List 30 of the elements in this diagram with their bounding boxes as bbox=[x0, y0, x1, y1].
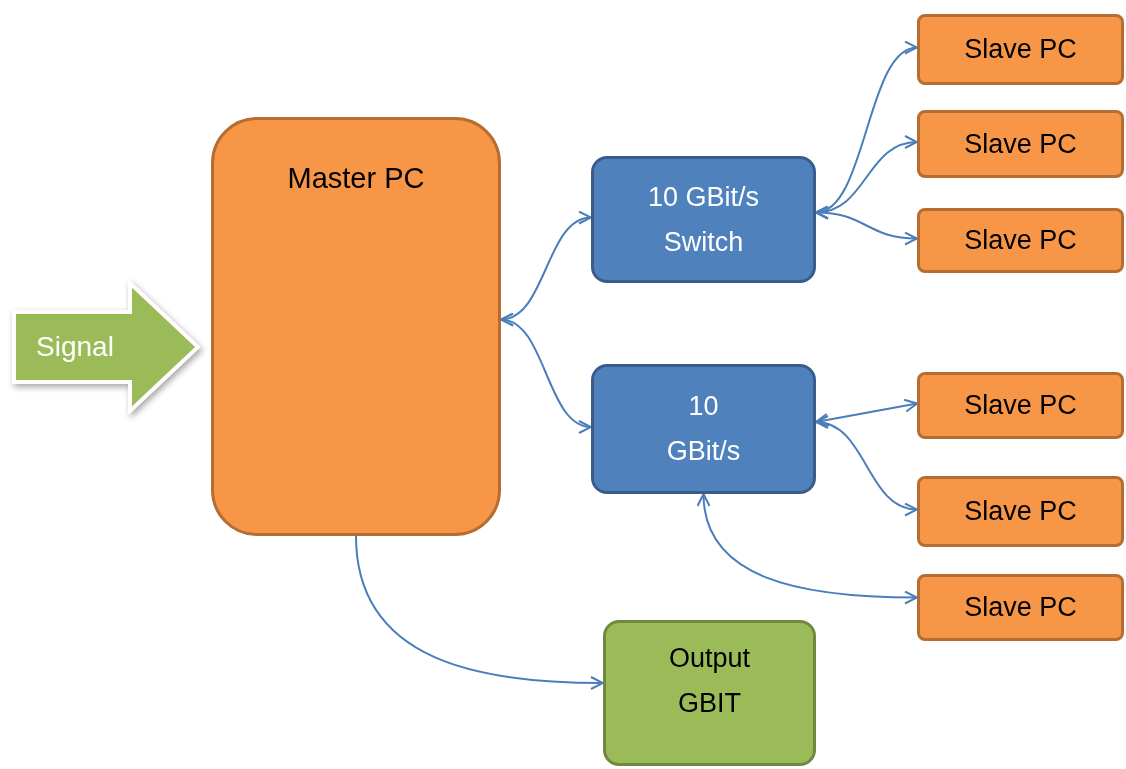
slave-box bbox=[917, 208, 1124, 273]
node-label: Signal bbox=[36, 333, 114, 361]
connector-arrow bbox=[815, 416, 918, 515]
slave-box bbox=[917, 476, 1124, 547]
node-label: Slave PC bbox=[964, 498, 1077, 525]
switch-box bbox=[591, 156, 816, 283]
node-label: GBit/s bbox=[666, 438, 741, 465]
connector-arrow bbox=[815, 398, 918, 427]
node-label: 10 bbox=[688, 393, 719, 420]
node-label: Slave PC bbox=[964, 130, 1077, 158]
slave-box bbox=[917, 574, 1124, 641]
node-label: Slave PC bbox=[964, 594, 1077, 621]
connector-arrow bbox=[815, 206, 918, 245]
output-box bbox=[603, 620, 816, 766]
node-label: Slave PC bbox=[964, 392, 1077, 419]
switch-box bbox=[591, 364, 816, 494]
slave-box bbox=[917, 372, 1124, 439]
connector-arrow bbox=[500, 315, 592, 432]
connector-arrow bbox=[355, 535, 604, 690]
node-label: Slave PC bbox=[964, 36, 1077, 63]
node-label: Switch bbox=[663, 228, 744, 256]
slave-box bbox=[917, 110, 1124, 178]
master-box bbox=[211, 117, 501, 536]
node-label: GBIT bbox=[678, 690, 741, 717]
node-label: 10 GBit/s bbox=[647, 183, 759, 211]
node-label: Master PC bbox=[287, 164, 425, 193]
connector-arrow bbox=[697, 493, 918, 605]
node-label: Output bbox=[668, 645, 751, 672]
slave-box bbox=[917, 14, 1124, 85]
node-label: Slave PC bbox=[964, 227, 1077, 254]
